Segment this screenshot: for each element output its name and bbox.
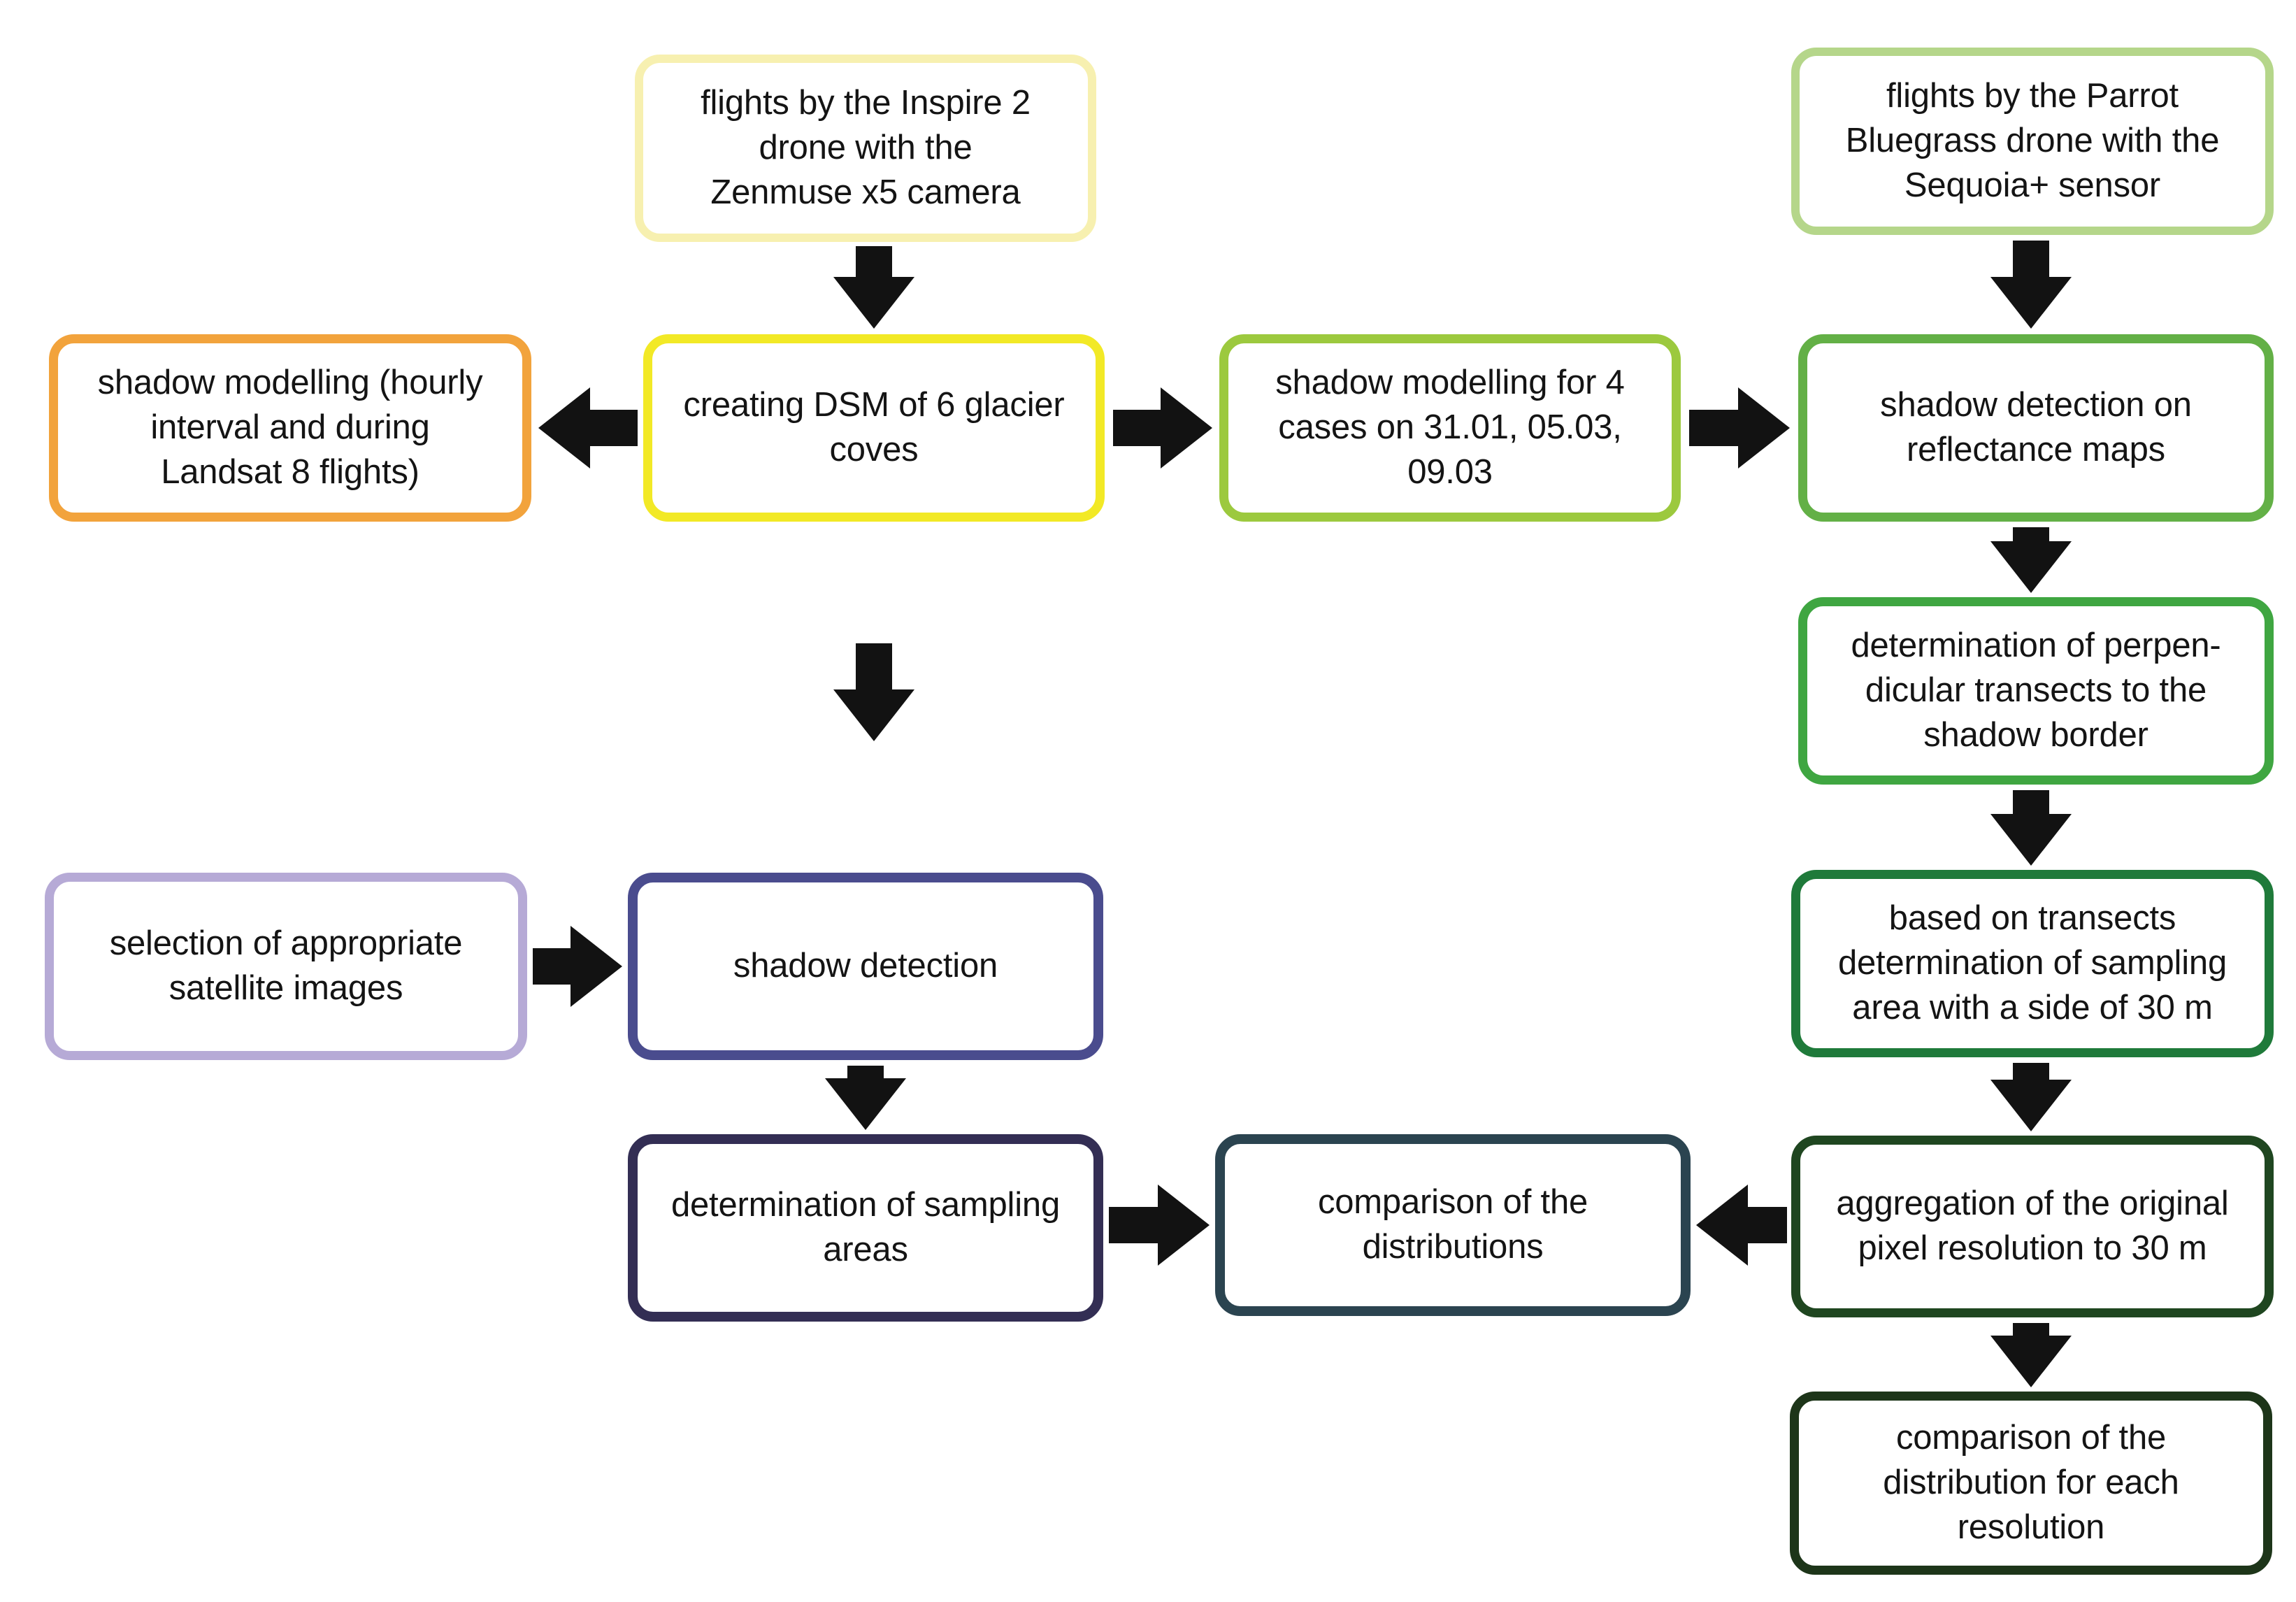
- node-label: flights by the Parrot Bluegrass drone wi…: [1845, 77, 2220, 204]
- node-shadow-modelling-cases[interactable]: shadow modelling for 4 cases on 31.01, 0…: [1219, 334, 1681, 522]
- arrow-a-detection-to-sampling: [825, 1066, 906, 1130]
- node-inspire-flights[interactable]: flights by the Inspire 2 drone with the …: [635, 55, 1096, 242]
- node-shadow-modelling-hourly[interactable]: shadow modelling (hourly interval and du…: [49, 334, 531, 522]
- node-label: shadow modelling for 4 cases on 31.01, 0…: [1275, 364, 1625, 491]
- node-label: determination of perpen- dicular transec…: [1851, 627, 2221, 754]
- arrow-a-sampling-to-comparison: [1109, 1185, 1210, 1266]
- node-label: determination of sampling areas: [670, 1186, 1061, 1268]
- node-comparison-distributions[interactable]: comparison of the distributions: [1215, 1134, 1691, 1316]
- arrow-a-cases-to-reflectance: [1689, 387, 1790, 469]
- node-creating-dsm[interactable]: creating DSM of 6 glacier coves: [643, 334, 1105, 522]
- node-label: creating DSM of 6 glacier coves: [683, 386, 1065, 469]
- node-label: shadow detection: [733, 947, 998, 985]
- arrow-a-aggregation-to-compres: [1990, 1323, 2072, 1387]
- arrow-a-selection-to-detection: [533, 926, 622, 1007]
- arrow-a-transects-to-sampling: [1990, 790, 2072, 866]
- node-determination-sampling-areas[interactable]: determination of sampling areas: [628, 1134, 1103, 1322]
- node-label: comparison of the distributions: [1317, 1183, 1588, 1266]
- arrow-a-dsm-down-to-detection: [833, 643, 914, 741]
- node-shadow-detection[interactable]: shadow detection: [628, 873, 1103, 1060]
- node-sampling-area-30m[interactable]: based on transects determination of samp…: [1791, 870, 2274, 1057]
- node-label: shadow modelling (hourly interval and du…: [97, 364, 483, 491]
- node-parrot-flights[interactable]: flights by the Parrot Bluegrass drone wi…: [1791, 48, 2274, 235]
- arrow-a-dsm-to-hourly: [538, 387, 638, 469]
- node-label: selection of appropriate satellite image…: [109, 924, 463, 1007]
- arrow-a-parrot-to-reflectance: [1990, 241, 2072, 329]
- node-comparison-distribution-resolution[interactable]: comparison of the distribution for each …: [1790, 1392, 2272, 1575]
- node-label: comparison of the distribution for each …: [1883, 1419, 2179, 1546]
- node-label: shadow detection on reflectance maps: [1880, 386, 2192, 469]
- arrow-a-dsm-to-cases: [1113, 387, 1212, 469]
- arrow-a-aggregation-to-compdist: [1696, 1185, 1787, 1266]
- arrow-a-reflectance-to-transects: [1990, 527, 2072, 593]
- node-label: based on transects determination of samp…: [1837, 899, 2227, 1027]
- node-label: flights by the Inspire 2 drone with the …: [701, 84, 1031, 211]
- arrow-a-inspire-to-dsm: [833, 246, 914, 329]
- node-perpendicular-transects[interactable]: determination of perpen- dicular transec…: [1798, 597, 2274, 785]
- node-label: aggregation of the original pixel resolu…: [1836, 1185, 2229, 1267]
- node-shadow-detection-reflectance[interactable]: shadow detection on reflectance maps: [1798, 334, 2274, 522]
- arrow-a-sampling-to-aggregation: [1990, 1063, 2072, 1131]
- node-selection-satellite-images[interactable]: selection of appropriate satellite image…: [45, 873, 527, 1060]
- node-aggregation-30m[interactable]: aggregation of the original pixel resolu…: [1791, 1136, 2274, 1317]
